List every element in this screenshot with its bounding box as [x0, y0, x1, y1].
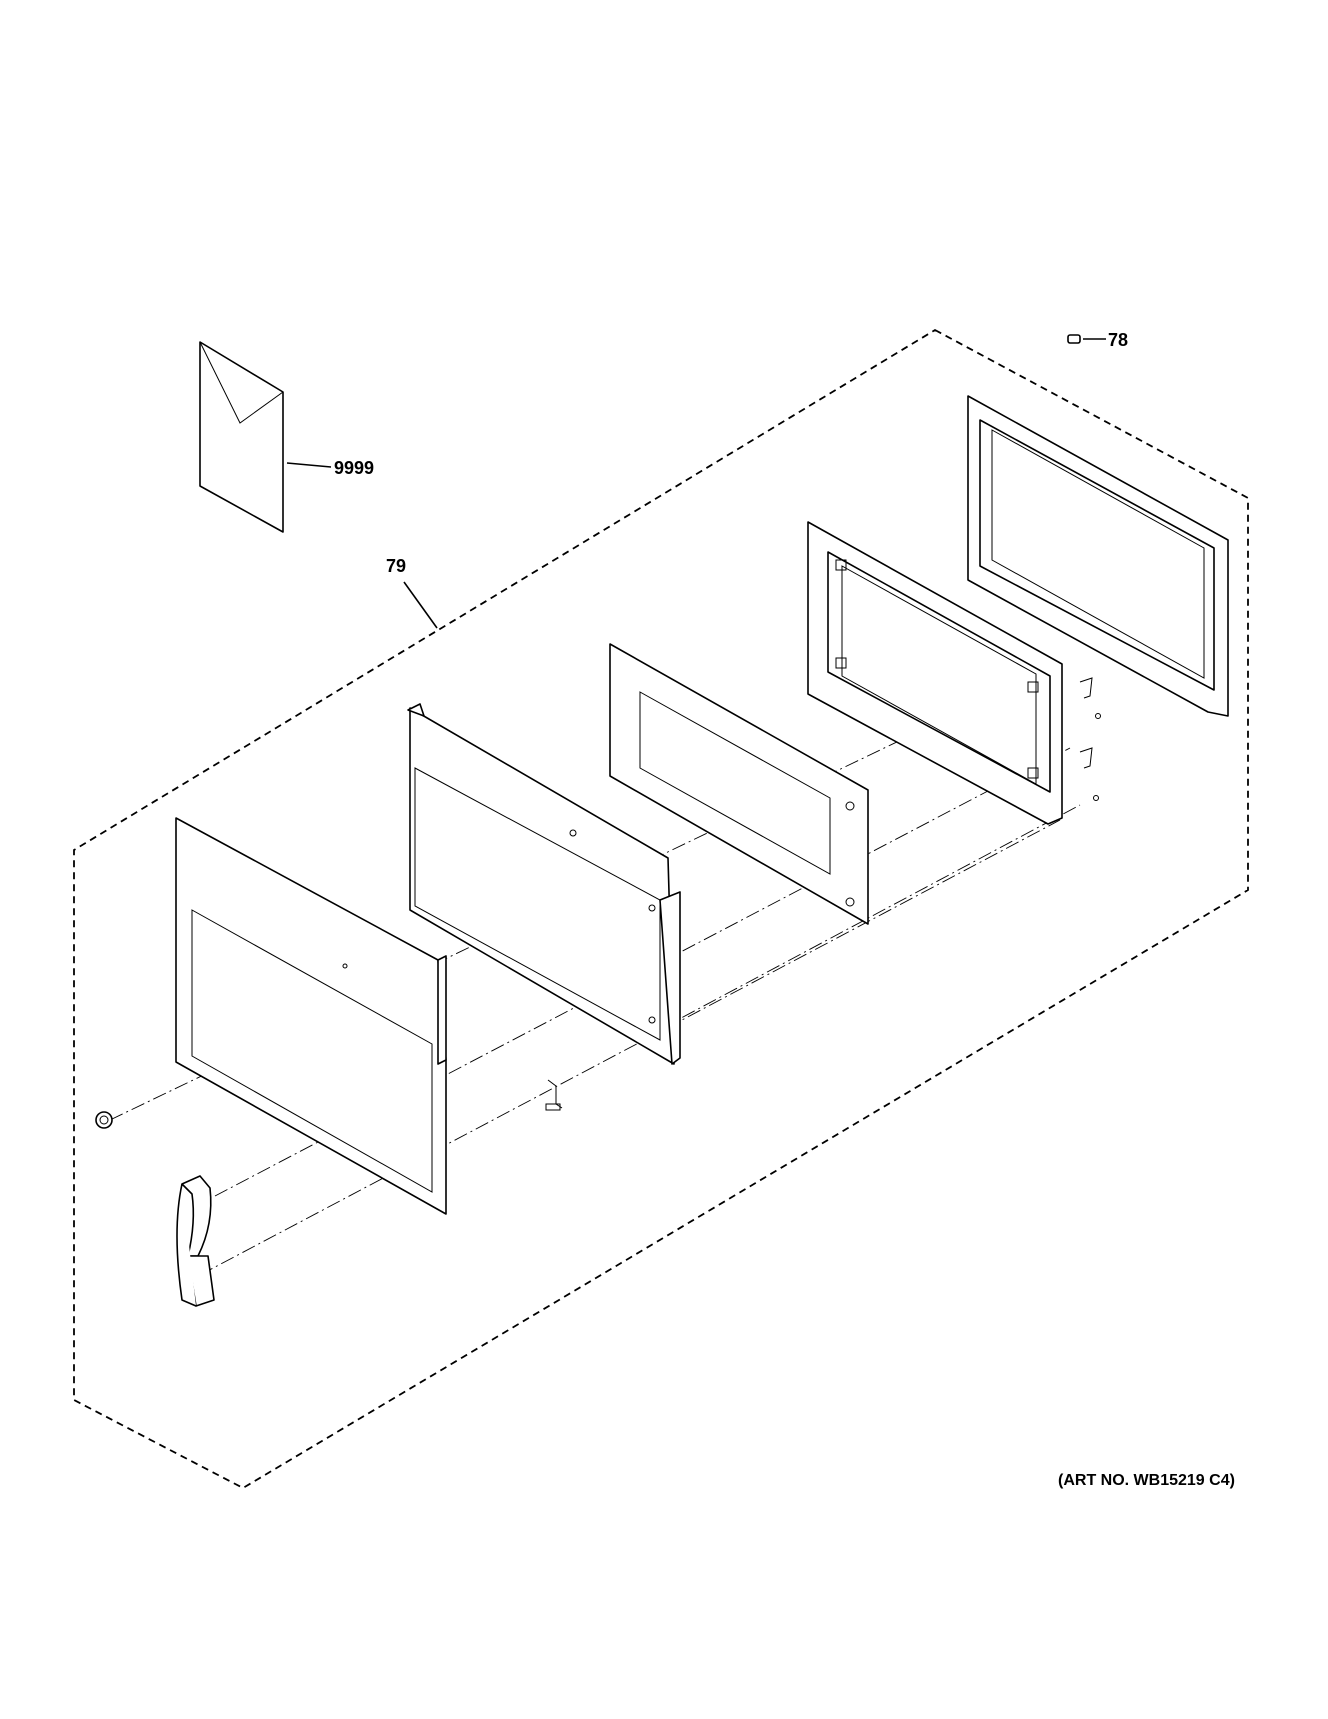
label-78: 78 — [1108, 330, 1128, 350]
art-number: (ART NO. WB15219 C4) — [1058, 1472, 1235, 1489]
front-door-panel — [407, 703, 681, 1065]
inner-door-frame — [807, 521, 1063, 825]
leader-9999 — [286, 462, 332, 468]
outer-door-trim — [175, 817, 447, 1215]
door-glass-panel — [609, 643, 869, 925]
door-handle — [176, 1175, 215, 1307]
leader-79 — [403, 581, 438, 629]
latch-spring — [545, 1079, 563, 1111]
clip-part-78 — [1067, 334, 1081, 344]
label-79: 79 — [386, 556, 406, 576]
manual-envelope — [199, 341, 284, 533]
latch-hooks — [1079, 677, 1101, 801]
door-knob-screw — [95, 1111, 113, 1129]
label-9999: 9999 — [334, 458, 374, 478]
assembly-boundary — [73, 328, 1249, 1490]
rear-door-frame — [967, 395, 1229, 717]
